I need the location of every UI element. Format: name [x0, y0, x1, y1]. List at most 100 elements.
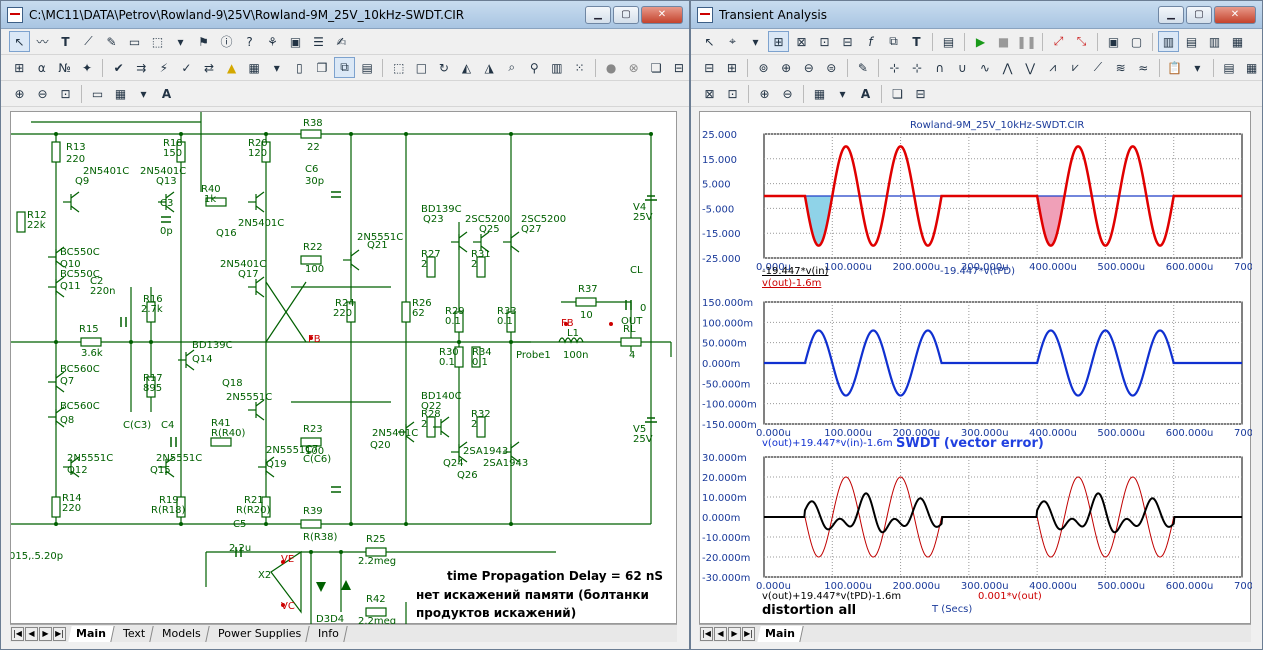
scale-icon[interactable]: ⊞ [768, 31, 789, 52]
box-icon[interactable]: □ [415, 60, 428, 75]
supply-v5[interactable] [645, 417, 657, 423]
global-low-icon[interactable]: ⋁ [1025, 60, 1036, 75]
component-r27[interactable] [426, 256, 436, 278]
component-r33[interactable] [506, 311, 516, 333]
prev-page-button[interactable]: ◀ [25, 626, 38, 641]
scale-3-icon[interactable]: ⊡ [819, 34, 830, 49]
component-r30[interactable] [454, 346, 464, 368]
select-mode-icon[interactable]: ↖ [704, 34, 715, 49]
properties-icon[interactable]: ▤ [942, 34, 955, 49]
stop-icon[interactable]: ■ [997, 34, 1010, 49]
lightning-icon[interactable]: ⚡ [159, 60, 169, 75]
peak-icon[interactable]: ⊹ [889, 60, 900, 75]
minimize-button[interactable]: ▁ [585, 5, 611, 24]
component-r38[interactable] [300, 129, 322, 139]
dropdown-arrow-icon[interactable]: ▾ [839, 86, 846, 101]
node-voltages-icon[interactable]: ⍺ [37, 60, 46, 75]
transistor-q19[interactable] [258, 456, 275, 478]
transistor-q25[interactable] [473, 231, 490, 253]
first-page-button[interactable]: |◀ [700, 626, 713, 641]
fit-2-icon[interactable]: ⊡ [727, 86, 738, 101]
supply-v4[interactable] [645, 195, 657, 201]
component-r41[interactable] [210, 437, 232, 447]
pause-icon[interactable]: ❚❚ [1016, 34, 1037, 49]
zoom-in-icon[interactable]: ⊕ [14, 86, 25, 101]
first-page-button[interactable]: |◀ [11, 626, 24, 641]
format-2-icon[interactable]: ▢ [1130, 34, 1143, 49]
component-r21[interactable] [261, 496, 271, 518]
zoom-out-icon[interactable]: ⊖ [782, 86, 793, 101]
transistor-q24[interactable] [451, 441, 468, 463]
tree-icon[interactable]: ⚘ [267, 34, 278, 49]
close-button[interactable]: ✕ [641, 5, 683, 24]
page-setup-icon[interactable]: ▭ [91, 86, 104, 101]
text-tool-icon[interactable]: T [61, 34, 70, 49]
schematic-titlebar[interactable]: C:\MC11\DATA\Petrov\Rowland-9\25V\Rowlan… [1, 1, 689, 29]
slope-icon[interactable]: ⟋ [1093, 60, 1103, 74]
run-icon[interactable]: ▶ [975, 34, 986, 49]
attribute-icon[interactable]: ✦ [82, 60, 93, 75]
component-r34[interactable] [471, 346, 481, 368]
zoom-in-icon[interactable]: ⊕ [759, 86, 770, 101]
select-region-icon[interactable]: ⬚ [393, 60, 405, 75]
layout-3-icon[interactable]: ▥ [1208, 34, 1221, 49]
zoom-reset-icon[interactable]: ⊜ [826, 60, 837, 75]
scale-2-icon[interactable]: ⊠ [796, 34, 807, 49]
tab-power-supplies[interactable]: Power Supplies [210, 625, 310, 642]
component-r40[interactable] [205, 197, 227, 207]
component-r32[interactable] [476, 416, 486, 438]
doc-icon[interactable]: ▥ [551, 60, 563, 75]
component-r42[interactable] [365, 607, 387, 617]
cascade-icon[interactable]: ❏ [892, 86, 903, 101]
numeric-icon[interactable]: ▤ [1223, 60, 1235, 75]
probe-icon[interactable]: ⌖ [729, 34, 736, 48]
zoom-out-icon[interactable]: ⊖ [803, 60, 814, 75]
mirror-icon[interactable]: ◭ [461, 60, 472, 75]
format-icon[interactable]: ▣ [1107, 34, 1120, 49]
calendar-icon[interactable]: ▦ [1245, 60, 1258, 75]
zoom-fit-icon[interactable]: ⊡ [60, 86, 71, 101]
transistor-q8[interactable] [48, 406, 65, 428]
check-icon[interactable]: ✔ [113, 60, 124, 75]
dropdown-arrow-icon[interactable]: ▾ [273, 60, 280, 75]
transistor-q9[interactable] [63, 191, 80, 213]
tab-models[interactable]: Models [154, 625, 210, 642]
valley-icon[interactable]: ⊹ [912, 60, 923, 75]
close-button[interactable]: ✕ [1214, 5, 1256, 24]
transistor-q27[interactable] [503, 231, 520, 253]
top-icon[interactable]: ⩘ [1049, 60, 1057, 74]
flag-icon[interactable]: ⚑ [198, 34, 209, 49]
transistor-q11[interactable] [48, 276, 65, 298]
grid-icon[interactable]: ⊞ [726, 60, 737, 75]
prev-page-button[interactable]: ◀ [714, 626, 727, 641]
layout-icon[interactable]: ▦ [813, 86, 826, 101]
line-tool-icon[interactable]: ⟋ [84, 34, 93, 48]
transistor-q7[interactable] [48, 371, 65, 393]
scale-4-icon[interactable]: ⊟ [842, 34, 853, 49]
pin-names-icon[interactable]: № [58, 60, 71, 75]
fit-icon[interactable]: ⊠ [704, 86, 715, 101]
last-page-button[interactable]: ▶| [742, 626, 755, 641]
grid-icon[interactable]: ▦ [248, 60, 260, 75]
component-r18[interactable] [176, 141, 186, 163]
transistor-q20[interactable] [398, 421, 415, 443]
component-r25[interactable] [365, 547, 387, 557]
split-icon[interactable]: ⊟ [704, 60, 715, 75]
component-bus-icon[interactable]: ▭ [128, 34, 141, 49]
component-r26[interactable] [401, 301, 411, 323]
properties-icon[interactable]: ▤ [361, 60, 373, 75]
help-icon[interactable]: ? [246, 34, 253, 49]
font-icon[interactable]: A [860, 86, 871, 101]
transistor-q16[interactable] [248, 191, 265, 213]
inflection-icon[interactable]: ∿ [979, 60, 990, 75]
tab-info[interactable]: Info [310, 625, 348, 642]
layout-2-icon[interactable]: ▤ [1185, 34, 1198, 49]
warning-icon[interactable]: ▲ [227, 60, 237, 75]
component-r13[interactable] [51, 141, 61, 163]
zoom-out-icon[interactable]: ⊖ [37, 86, 48, 101]
clipboard-icon[interactable]: 📋 [1167, 60, 1183, 75]
node-numbers-icon[interactable]: ⊞ [14, 60, 25, 75]
tile-icon[interactable]: ⊟ [915, 86, 926, 101]
component-r39[interactable] [300, 519, 322, 529]
component-r17[interactable] [146, 376, 156, 398]
